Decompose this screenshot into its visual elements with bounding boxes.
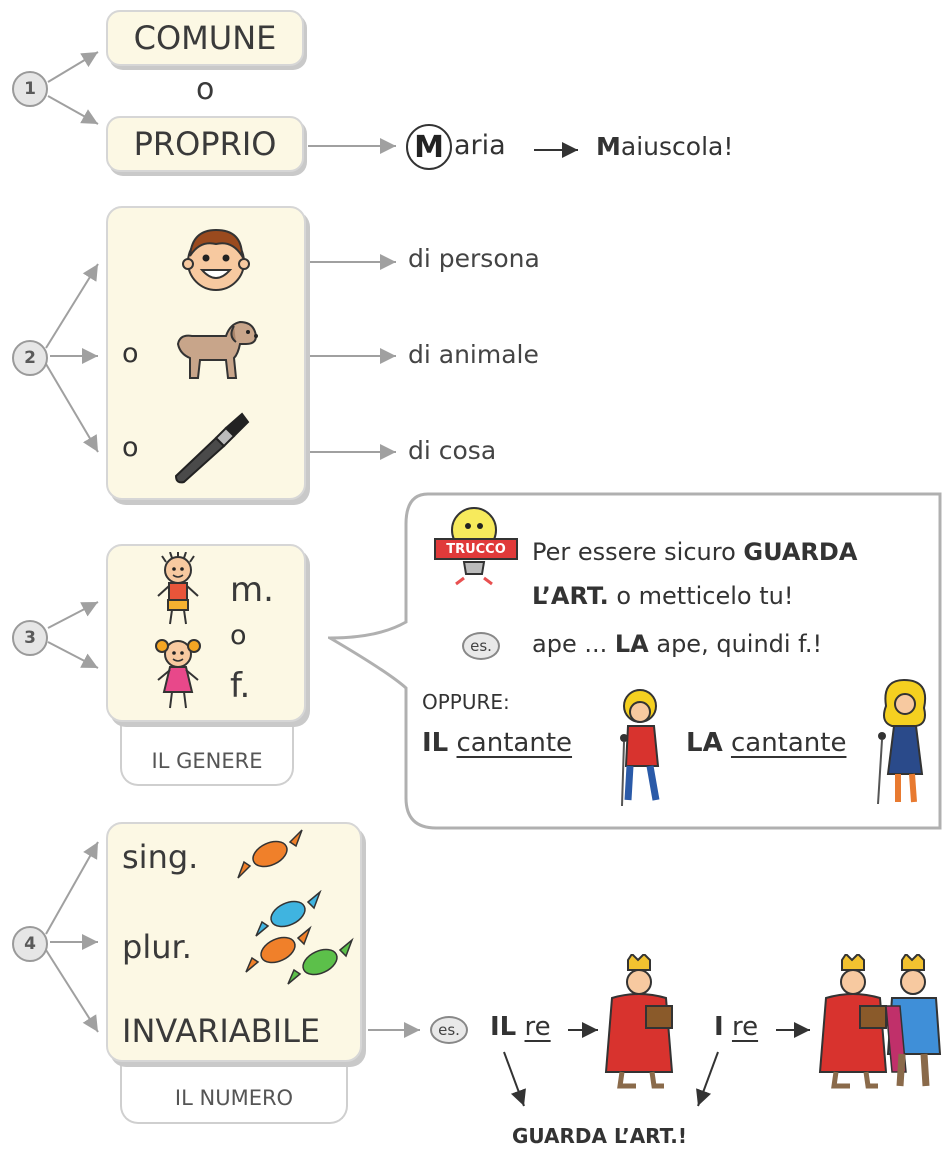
il-re: IL re [490, 1012, 551, 1042]
masculine-label: m. [230, 570, 274, 610]
bubble-quindi: ape, quindi f.! [648, 630, 823, 658]
es-badge-bubble: es. [462, 632, 500, 660]
la-article: LA [686, 728, 723, 758]
bubble-art: L’ART. [532, 582, 609, 610]
bubble-line-2-text: o metticelo tu! [608, 582, 794, 610]
maiuscola-rest: aiuscola! [620, 132, 734, 161]
feminine-label: f. [230, 666, 251, 706]
il-re-article: IL [490, 1012, 517, 1042]
gender-card [106, 544, 306, 722]
trucco-badge: TRUCCO [434, 538, 518, 560]
male-singer-icon [620, 689, 660, 807]
bubble-la: LA [614, 630, 649, 658]
bubble-ape: ape ... [532, 630, 615, 658]
boy-figure-icon [157, 552, 199, 625]
candy-orange-icon [237, 829, 303, 879]
category-persona: di persona [408, 244, 540, 273]
paintbrush-icon [174, 412, 250, 484]
boy-face-icon [182, 228, 250, 291]
cantante-female: cantante [730, 728, 847, 758]
cantante-male: cantante [456, 728, 573, 758]
maria-initial: M [414, 129, 444, 165]
king-plural-first-icon [818, 954, 888, 1089]
bubble-line-1: Per essere sicuro GUARDA [532, 538, 857, 566]
guarda-art-note: GUARDA L’ART.! [512, 1124, 688, 1148]
capital-m-circle-icon: M [406, 124, 452, 170]
bubble-line-2: L’ART. o metticelo tu! [532, 582, 793, 610]
category-cosa: di cosa [408, 436, 497, 465]
bubble-line-3: ape ... LA ape, quindi f.! [532, 630, 822, 658]
or-connector: o [196, 72, 215, 107]
dog-icon [176, 320, 258, 379]
plural-label: plur. [122, 928, 192, 966]
category-animale: di animale [408, 340, 539, 369]
numero-tab: IL NUMERO [120, 1058, 348, 1124]
genere-tab: IL GENERE [120, 720, 294, 786]
candies-plural-icon [245, 890, 354, 985]
king-singular-icon [604, 954, 674, 1089]
maiuscola-text: Maiuscola! [596, 132, 733, 161]
female-singer-icon [877, 678, 926, 805]
bubble-guarda: GUARDA [743, 538, 858, 566]
invariabile-label: INVARIABILE [122, 1012, 321, 1050]
bubble-line-1-text: Per essere sicuro [532, 538, 744, 566]
gender-or: o [230, 620, 247, 651]
or-thing: o [122, 432, 139, 463]
proprio-label: PROPRIO [106, 116, 304, 172]
i-re: I re [714, 1012, 758, 1042]
comune-label: COMUNE [106, 10, 304, 66]
number-card [106, 822, 362, 1062]
re-singular: re [524, 1012, 551, 1042]
il-cantante: IL cantante [422, 728, 572, 758]
girl-figure-icon [155, 639, 201, 709]
step-number-3: 3 [12, 620, 48, 656]
step-number-4: 4 [12, 926, 48, 962]
or-animal: o [122, 338, 139, 369]
maiuscola-initial: M [596, 132, 621, 161]
il-article: IL [422, 728, 449, 758]
king-plural-second-icon [886, 954, 942, 1087]
i-re-article: I [714, 1012, 724, 1042]
speech-bubble [328, 492, 942, 830]
re-plural: re [731, 1012, 759, 1042]
la-cantante: LA cantante [686, 728, 846, 758]
oppure-label: OPPURE: [422, 690, 510, 714]
maria-rest: aria [454, 130, 506, 161]
step-number-1: 1 [12, 71, 48, 107]
es-badge-numero: es. [430, 1016, 468, 1044]
singular-label: sing. [122, 838, 199, 876]
step-number-2: 2 [12, 340, 48, 376]
